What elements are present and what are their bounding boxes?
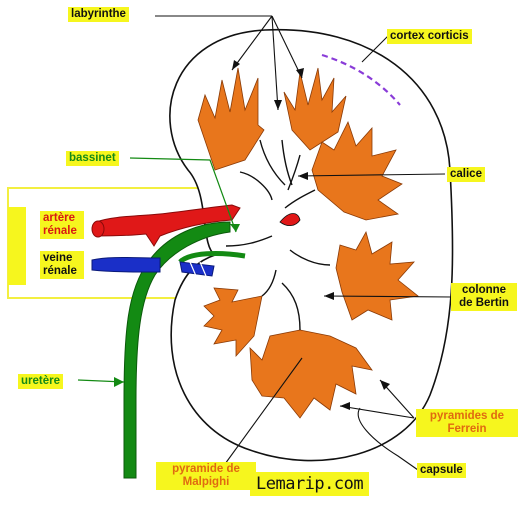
label-pyramides-de-ferrein: pyramides de Ferrein bbox=[416, 409, 518, 437]
ureter bbox=[123, 221, 231, 479]
pyramid-top-left bbox=[197, 67, 265, 171]
renal-vein-branches bbox=[179, 261, 215, 277]
label-uretere: uretère bbox=[18, 374, 63, 389]
artery-end bbox=[91, 220, 105, 238]
cortex-dashes bbox=[321, 53, 401, 106]
label-colonne-de-bertin: colonne de Bertin bbox=[451, 283, 517, 311]
hile-marker bbox=[8, 207, 26, 285]
label-artere-renale: artère rénale bbox=[40, 211, 84, 239]
site-logo: Lemarip.com bbox=[250, 472, 370, 496]
label-capsule: capsule bbox=[417, 463, 466, 478]
label-pyramide-de-malpighi: pyramide de Malpighi bbox=[156, 462, 256, 490]
bassinet-curve bbox=[178, 251, 246, 264]
arrowheads bbox=[232, 60, 390, 410]
pyramid-top bbox=[283, 67, 347, 151]
renal-vein bbox=[91, 257, 161, 273]
pyramid-bottom bbox=[249, 329, 373, 419]
pyramid-bottom-left bbox=[203, 287, 263, 358]
pyramid-right bbox=[335, 230, 419, 321]
pointer-lines bbox=[155, 15, 453, 471]
pyramid-right-upper bbox=[311, 120, 403, 221]
label-calice: calice bbox=[447, 167, 485, 182]
calices bbox=[225, 139, 331, 331]
label-bassinet: bassinet bbox=[66, 151, 119, 166]
label-veine-renale: veine rénale bbox=[40, 251, 84, 279]
label-labyrinthe: labyrinthe bbox=[68, 7, 129, 22]
label-cortex-corticis: cortex corticis bbox=[387, 29, 472, 44]
pyramids bbox=[197, 67, 419, 419]
calice-small-red bbox=[279, 213, 301, 226]
